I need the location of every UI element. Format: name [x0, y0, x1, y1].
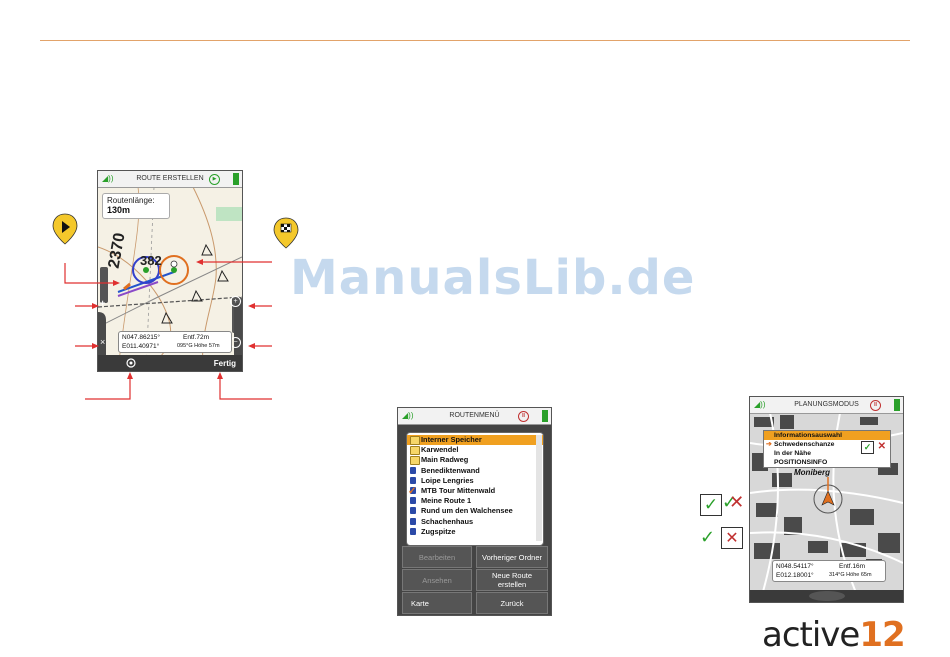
minus-softkey-icon[interactable]: × — [100, 337, 106, 347]
list-item[interactable]: Meine Route 1 — [407, 496, 543, 506]
list-item[interactable]: Loipe Lengries — [407, 476, 543, 486]
satellite-icon: ◢)) — [754, 400, 766, 409]
route-icon — [410, 476, 416, 484]
bearing-text: 314°G Höhe 65m — [829, 572, 872, 578]
status-bar: ◢)) ROUTE ERSTELLEN ▶ — [98, 171, 242, 188]
route-list: Interner Speicher Karwendel Main Radweg … — [407, 435, 543, 537]
map-button[interactable]: Karte — [402, 592, 472, 614]
watermark: ManualsLib.de — [290, 250, 696, 306]
route-icon — [410, 517, 416, 525]
start-marker-icon — [52, 213, 78, 245]
list-item[interactable]: Rund um den Walchensee — [407, 506, 543, 516]
folder-icon — [410, 456, 420, 466]
popup-item[interactable]: In der Nähe — [774, 450, 812, 457]
list-item[interactable]: Schachenhaus — [407, 517, 543, 527]
route-menu-screen: ◢)) ROUTENMENÜ II Interner Speicher Karw… — [397, 407, 552, 616]
coord-north: N048.54117° — [776, 563, 814, 570]
brand-logo: active12 — [762, 615, 906, 655]
screen-title: ROUTE ERSTELLEN — [136, 175, 204, 182]
planning-mode-screen: Moniberg ◢)) PLANUNGSMODUS II Informatio… — [749, 396, 904, 603]
legend-check-icon: ✓ — [700, 527, 716, 548]
route-length-label: Routenlänge: — [107, 196, 155, 205]
route-icon — [410, 507, 416, 515]
route-icon — [410, 527, 416, 535]
list-item[interactable]: MTB Tour Mittenwald — [407, 486, 543, 496]
legend-check-cross-icon: ✓✕ — [722, 492, 745, 513]
folder-open-icon — [410, 436, 420, 445]
finish-marker-icon — [273, 217, 299, 249]
new-route-button[interactable]: Neue Route erstellen — [476, 569, 548, 591]
route-icon — [410, 486, 416, 494]
satellite-icon: ◢)) — [402, 411, 414, 420]
screen-title: PLANUNGSMODUS — [794, 401, 859, 408]
route-create-screen: 2370 382 ◢)) ROUTE ERSTELLEN ▶ Routenlän… — [97, 170, 243, 372]
confirm-check-icon[interactable]: ✓ — [861, 441, 874, 454]
list-item[interactable]: Interner Speicher — [407, 435, 543, 446]
plus-softkey-icon[interactable]: + — [100, 298, 106, 308]
battery-icon — [894, 399, 900, 411]
folder-icon — [410, 446, 420, 456]
popup-item[interactable]: ➔ Schwedenschanze — [766, 441, 835, 448]
status-bar: ◢)) ROUTENMENÜ II — [398, 408, 551, 425]
list-item[interactable]: Karwendel — [407, 445, 543, 456]
previous-folder-button[interactable]: Vorheriger Ordner — [476, 546, 548, 568]
play-icon[interactable]: ▶ — [209, 174, 220, 185]
map-peak-label: 382 — [140, 253, 162, 268]
back-button[interactable]: Zurück — [476, 592, 548, 614]
position-info-box: N047.86215° Entf.72m E011.40971° 095°G H… — [118, 331, 232, 353]
active-route-check-icon: ✓ — [408, 486, 417, 497]
pause-icon[interactable]: II — [870, 400, 881, 411]
popup-item[interactable]: POSITIONSINFO — [774, 459, 828, 466]
popup-title: Informationsauswahl — [764, 431, 890, 440]
done-softkey[interactable]: Fertig — [213, 359, 236, 368]
coord-east: E011.40971° — [122, 343, 160, 350]
coord-east: E012.18001° — [776, 572, 814, 579]
legend-confirm-icon: ✓ — [700, 494, 722, 516]
list-item[interactable]: Benediktenwand — [407, 466, 543, 476]
cancel-x-icon[interactable]: ✕ — [877, 441, 886, 452]
edit-button[interactable]: Bearbeiten — [402, 546, 472, 568]
info-selection-popup: Informationsauswahl ➔ Schwedenschanze In… — [763, 430, 891, 468]
satellite-icon: ◢)) — [102, 174, 114, 183]
battery-icon — [542, 410, 548, 422]
route-icon — [410, 497, 416, 505]
header-divider — [40, 40, 910, 41]
route-icon — [410, 466, 416, 474]
bearing-text: 095°G Höhe 57m — [177, 343, 220, 349]
route-length-value: 130m — [107, 205, 131, 215]
list-item[interactable]: Main Radweg — [407, 455, 543, 466]
list-item[interactable]: Zugspitze — [407, 527, 543, 537]
map-place-label: Moniberg — [794, 468, 830, 477]
route-list-panel: Interner Speicher Karwendel Main Radweg … — [406, 432, 544, 546]
coord-north: N047.86215° — [122, 334, 161, 341]
status-bar: ◢)) PLANUNGSMODUS II — [750, 397, 903, 414]
annotation-arrows-device1 — [52, 213, 299, 400]
position-info-box: N048.54117° Entf.16m E012.18001° 314°G H… — [772, 560, 886, 582]
battery-icon — [233, 173, 239, 185]
zoom-in-icon[interactable]: + — [230, 296, 241, 307]
map-elevation-label: 2370 — [106, 232, 129, 270]
pause-icon[interactable]: II — [518, 411, 529, 422]
distance-text: Entf.16m — [839, 563, 866, 570]
arrow-right-icon: ➔ — [766, 441, 772, 448]
view-button[interactable]: Ansehen — [402, 569, 472, 591]
screen-title: ROUTENMENÜ — [449, 412, 500, 419]
legend-cancel-icon: ✕ — [721, 527, 743, 549]
scrollbar[interactable] — [536, 435, 542, 541]
route-length-box: Routenlänge: 130m — [102, 193, 170, 219]
distance-text: Entf.72m — [183, 334, 210, 341]
